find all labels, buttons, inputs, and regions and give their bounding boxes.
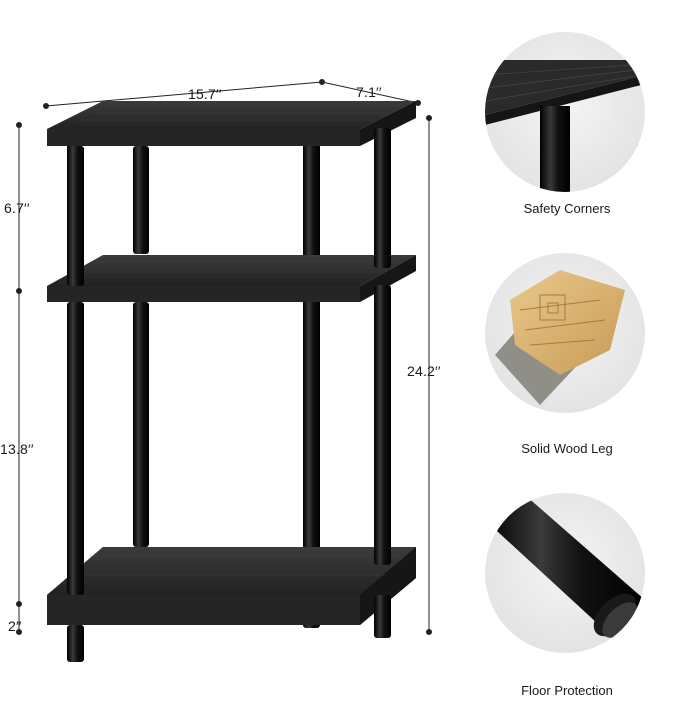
middle-gap-label: 13.8′′ [0,441,34,457]
front-right-leg [374,595,391,638]
table-corner-closeup-icon [485,32,645,192]
wood-leg-cross-section-icon [485,253,645,413]
total-height-label: 24.2′′ [407,363,441,379]
feature-caption-floor-protection: Floor Protection [521,683,613,698]
dimension-lines [16,79,432,635]
depth-label: 7.1′′ [356,84,382,100]
width-label: 15.7′′ [188,86,222,102]
feature-caption-solid-wood-leg: Solid Wood Leg [521,441,613,456]
shelf-unit [47,101,416,662]
front-left-leg [67,625,84,662]
top-gap-label: 6.7′′ [4,200,30,216]
foot-height-label: 2′′ [8,618,22,634]
leg-foot-pad-closeup-icon [485,493,645,653]
top-shelf [47,101,416,129]
feature-caption-safety-corners: Safety Corners [523,201,611,216]
middle-shelf [47,255,416,286]
